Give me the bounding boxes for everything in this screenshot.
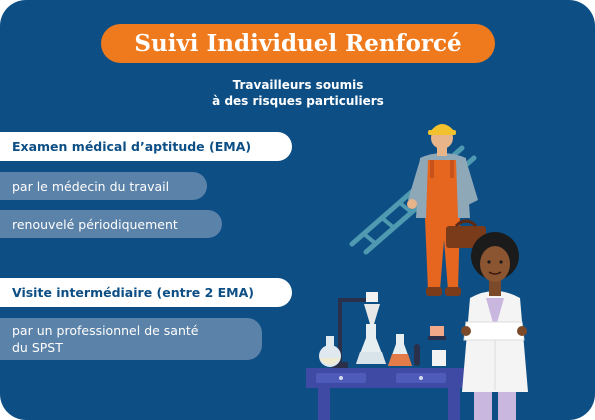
section1-heading-pill: Examen médical d’aptitude (EMA) [0, 132, 292, 161]
lab-stand-icon [332, 292, 380, 368]
subtitle-line-2: à des risques particuliers [212, 94, 384, 108]
section1-item-1: par le médecin du travail [0, 172, 207, 200]
section2-item-1-text: par un professionnel de santé du SPST [12, 322, 198, 356]
section2-item-1-line-1: par un professionnel de santé [12, 323, 199, 338]
section1-item-2: renouvelé périodiquement [0, 210, 222, 238]
page-title: Suivi Individuel Renforcé [134, 30, 462, 57]
section1-heading: Examen médical d’aptitude (EMA) [12, 139, 252, 154]
flask-icon [388, 334, 412, 366]
subtitle-line-1: Travailleurs soumis [232, 78, 364, 92]
section2-item-1-line-2: du SPST [12, 340, 63, 355]
section2-item-1: par un professionnel de santé du SPST [0, 318, 262, 360]
section2-heading: Visite intermédiaire (entre 2 EMA) [12, 285, 254, 300]
flask-icon [319, 336, 341, 367]
flask-icon [356, 324, 386, 364]
title-banner: Suivi Individuel Renforcé [101, 24, 495, 63]
doctor-figure [461, 232, 528, 420]
test-tube-icon [414, 326, 446, 366]
subtitle: Travailleurs soumis à des risques partic… [178, 77, 418, 109]
worker-figure [407, 124, 486, 296]
section2-heading-pill: Visite intermédiaire (entre 2 EMA) [0, 278, 292, 307]
section1-item-2-text: renouvelé périodiquement [12, 216, 178, 232]
lab-bench-icon [306, 368, 466, 420]
section1-item-1-text: par le médecin du travail [12, 178, 170, 194]
